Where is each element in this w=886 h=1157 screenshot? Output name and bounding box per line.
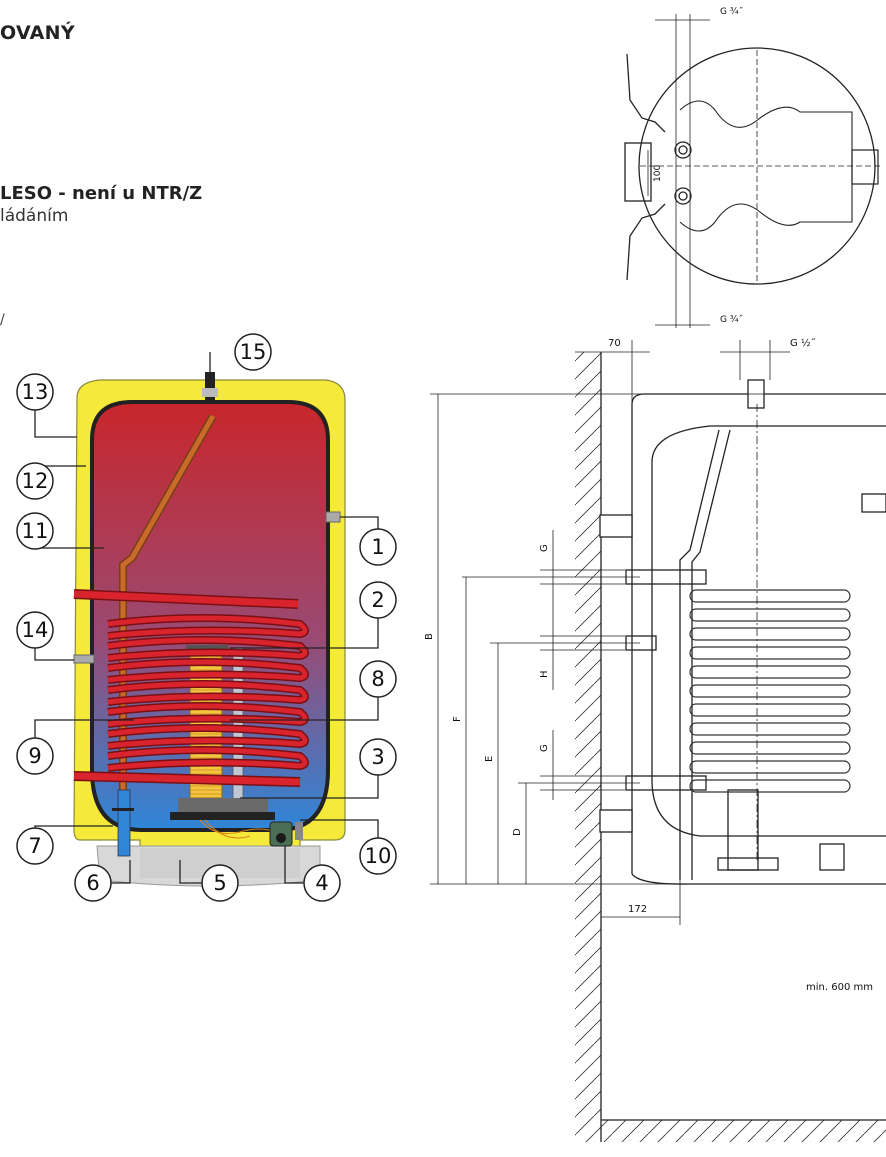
coil-connection-pipe [73,772,301,786]
dim-G-lower: G [539,744,550,752]
side-coil-turn [689,684,851,698]
side-coil-turn [689,627,851,641]
dim-D: D [512,828,523,836]
svg-text:3: 3 [371,745,384,769]
svg-text:14: 14 [22,618,49,642]
coil-turn [107,637,308,661]
coil-turn [107,747,308,771]
svg-text:4: 4 [315,871,328,895]
side-view-drawing [430,340,886,1142]
svg-text:12: 12 [22,469,49,493]
callout-8: 8 [359,660,397,698]
side-view-coils [689,589,851,793]
section-fragment: / [0,312,5,328]
side-coil-turn [689,779,851,793]
coil-connection-pipe [73,590,299,608]
top-view-drawing [624,14,880,328]
section-subnote: ládáním [0,206,69,226]
dim-bottom-offset: 172 [628,904,647,915]
callout-5: 5 [201,864,239,902]
circulation-port [73,654,95,664]
top-view-spacing: 100 [653,165,663,182]
callout-7: 7 [16,827,54,865]
svg-text:8: 8 [371,667,384,691]
top-view-thread-bottom: G ¾˝ [720,314,744,325]
section-title: OVANÝ [0,22,75,44]
callout-1: 1 [359,528,397,566]
dim-G-upper: G [539,544,550,552]
svg-text:15: 15 [240,340,267,364]
top-view-thread-top: G ¾˝ [720,6,744,17]
coil-turn [107,615,308,639]
dim-outlet-thread: G ½˝ [790,337,816,349]
svg-text:1: 1 [371,535,384,559]
callout-13: 13 [16,373,54,411]
side-coil-turn [689,665,851,679]
svg-text:9: 9 [28,744,41,768]
callout-14: 14 [16,611,54,649]
section-note: LESO - není u NTR/Z [0,183,203,204]
dim-F: F [452,716,463,722]
callout-4: 4 [303,864,341,902]
coil-turn [107,703,308,727]
svg-text:2: 2 [371,588,384,612]
callout-11: 11 [16,512,54,550]
side-coil-turn [689,760,851,774]
heat-exchanger-coil [73,589,309,787]
dim-H: H [539,670,550,678]
coil-turn [107,681,308,705]
callout-2: 2 [359,581,397,619]
side-coil-turn [689,608,851,622]
side-coil-turn [689,703,851,717]
side-coil-turn [689,646,851,660]
dim-B: B [424,633,435,640]
svg-text:13: 13 [22,380,49,404]
coil-turn [107,659,308,683]
callout-markers: 15 13 12 11 14 9 7 6 5 4 1 2 8 3 10 [16,333,397,902]
callout-15: 15 [234,333,272,371]
coil-turn [107,725,308,749]
dim-min-clearance: min. 600 mm [806,982,873,993]
dim-wall-offset: 70 [608,338,621,349]
callout-3: 3 [359,738,397,776]
callout-12: 12 [16,462,54,500]
svg-text:7: 7 [28,834,41,858]
svg-text:6: 6 [86,871,99,895]
side-coil-turn [689,741,851,755]
side-coil-turn [689,589,851,603]
svg-text:10: 10 [365,844,392,868]
dim-E: E [484,756,495,762]
callout-9: 9 [16,737,54,775]
svg-text:11: 11 [22,519,49,543]
svg-text:5: 5 [213,871,226,895]
side-coil-turn [689,722,851,736]
callout-6: 6 [74,864,112,902]
callout-10: 10 [359,837,397,875]
thermometer-port [325,511,341,523]
